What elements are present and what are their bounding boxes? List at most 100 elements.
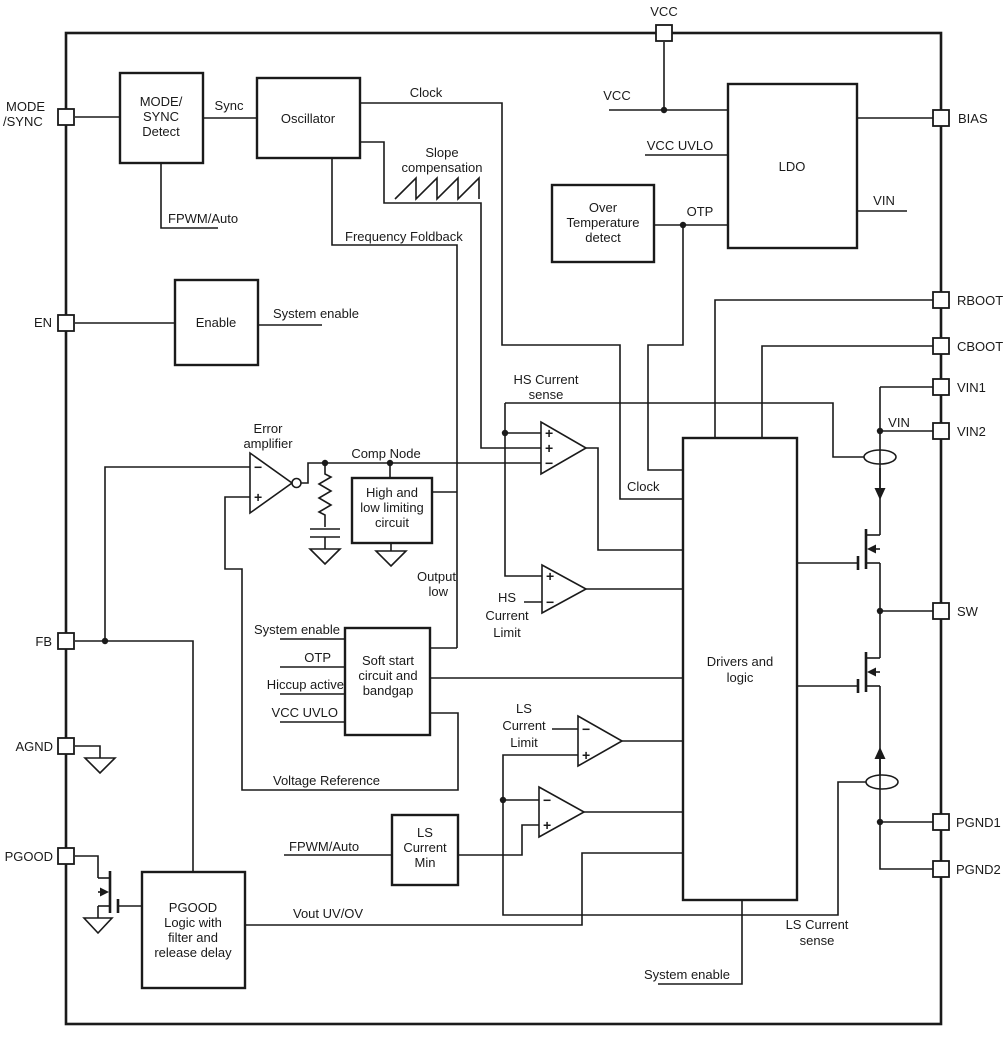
hs-mosfet-icon bbox=[856, 529, 880, 570]
pin-label: RBOOT bbox=[957, 293, 1003, 308]
net-label-frequency-foldback: Frequency Foldback bbox=[345, 229, 463, 244]
pin-pgnd1: PGND1 bbox=[932, 813, 1001, 831]
capacitor-icon bbox=[310, 528, 340, 549]
pin-label: SW bbox=[957, 604, 979, 619]
block-label: Temperature bbox=[567, 215, 640, 230]
net-label-output-low: Output bbox=[417, 569, 456, 584]
pwm-comparator-icon: + + − bbox=[540, 420, 588, 476]
ls-mosfet-icon bbox=[856, 652, 880, 693]
block-label: Current bbox=[403, 840, 447, 855]
pin-label: FB bbox=[35, 634, 52, 649]
net-label-fpwm-auto: FPWM/Auto bbox=[289, 839, 359, 854]
block-oscillator: Oscillator bbox=[255, 76, 362, 160]
pin-fb: FB bbox=[35, 632, 75, 650]
wire bbox=[75, 640, 194, 872]
pin-vin1: VIN1 bbox=[932, 378, 986, 396]
block-label: circuit bbox=[375, 515, 409, 530]
net-label-system-enable: System enable bbox=[273, 306, 359, 321]
pin-sw: SW bbox=[932, 602, 979, 620]
net-label-ls-current-limit: Current bbox=[502, 718, 546, 733]
net-label-clock: Clock bbox=[627, 479, 660, 494]
wire bbox=[505, 402, 864, 458]
pin-agnd: AGND bbox=[15, 737, 75, 755]
wire bbox=[504, 403, 542, 577]
wire bbox=[245, 852, 683, 926]
net-label-sync: Sync bbox=[215, 98, 244, 113]
wire bbox=[224, 496, 459, 791]
wire bbox=[658, 900, 743, 985]
wire bbox=[104, 466, 250, 641]
pin-vin2: VIN2 bbox=[932, 422, 986, 440]
block-label: SYNC bbox=[143, 109, 179, 124]
pin-label: BIAS bbox=[958, 111, 988, 126]
pin-cboot: CBOOT bbox=[932, 337, 1003, 355]
pin-bias: BIAS bbox=[932, 109, 988, 127]
block-label: Enable bbox=[196, 315, 236, 330]
net-label-vcc-uvlo: VCC UVLO bbox=[647, 138, 713, 153]
block-soft-start: Soft start circuit and bandgap bbox=[343, 626, 432, 737]
net-label-voltage-reference: Voltage Reference bbox=[273, 773, 380, 788]
block-mode-sync-detect: MODE/ SYNC Detect bbox=[118, 71, 205, 165]
wire bbox=[75, 855, 99, 878]
block-label: PGOOD bbox=[169, 900, 217, 915]
block-high-low-limiting: High and low limiting circuit bbox=[350, 476, 434, 545]
block-label: detect bbox=[585, 230, 621, 245]
block-label: Min bbox=[415, 855, 436, 870]
pin-label: EN bbox=[34, 315, 52, 330]
net-label-hiccup-active: Hiccup active bbox=[267, 677, 344, 692]
block-label: Logic with bbox=[164, 915, 222, 930]
pin-label: AGND bbox=[15, 739, 53, 754]
plus-sign: + bbox=[545, 425, 553, 441]
pgood-mosfet-icon bbox=[82, 871, 120, 935]
net-label-ls-current-sense: LS Current bbox=[786, 917, 849, 932]
net-label-output-low: low bbox=[428, 584, 448, 599]
net-label-hs-current-limit: Limit bbox=[493, 625, 521, 640]
block-drivers-logic: Drivers and logic bbox=[681, 436, 799, 902]
wire bbox=[75, 745, 101, 758]
block-pgood-logic: PGOOD Logic with filter and release dela… bbox=[140, 870, 247, 990]
wire bbox=[160, 163, 218, 229]
ground-icon bbox=[83, 757, 117, 775]
pin-label: VCC bbox=[650, 4, 677, 19]
wire bbox=[647, 225, 684, 471]
ls-current-limit-comparator-icon: − + bbox=[577, 714, 624, 768]
block-label: logic bbox=[727, 670, 754, 685]
wire bbox=[879, 686, 933, 870]
plus-sign: + bbox=[546, 568, 554, 584]
block-label: bandgap bbox=[363, 683, 414, 698]
block-label: High and bbox=[366, 485, 418, 500]
pin-label: PGND2 bbox=[956, 862, 1001, 877]
net-label-clock: Clock bbox=[410, 85, 443, 100]
pin-label: VIN1 bbox=[957, 380, 986, 395]
net-label-ls-current-sense: sense bbox=[800, 933, 835, 948]
block-over-temperature-detect: Over Temperature detect bbox=[550, 183, 656, 264]
net-labels: Sync Clock Slope compensation FPWM/Auto … bbox=[168, 85, 910, 982]
plus-sign: + bbox=[545, 440, 553, 456]
block-label: Over bbox=[589, 200, 618, 215]
error-amplifier-icon: − + bbox=[249, 451, 302, 515]
plus-sign: + bbox=[254, 489, 262, 505]
net-label-vcc: VCC bbox=[603, 88, 630, 103]
chip-boundary bbox=[64, 31, 943, 1026]
net-label-otp: OTP bbox=[687, 204, 714, 219]
wire bbox=[761, 345, 933, 438]
net-label-comp-node: Comp Node bbox=[351, 446, 420, 461]
ground-icon bbox=[374, 543, 408, 568]
block-label: MODE/ bbox=[140, 94, 183, 109]
block-label: LDO bbox=[779, 159, 806, 174]
pin-label: /SYNC bbox=[3, 114, 43, 129]
wires bbox=[75, 42, 933, 985]
wire bbox=[586, 447, 683, 551]
block-label: circuit and bbox=[358, 668, 417, 683]
hs-current-sense-icon bbox=[863, 449, 897, 465]
wire bbox=[331, 158, 458, 648]
net-label-fpwm-auto: FPWM/Auto bbox=[168, 211, 238, 226]
block-label: Soft start bbox=[362, 653, 414, 668]
resistor-icon bbox=[317, 463, 333, 527]
minus-sign: − bbox=[254, 459, 262, 475]
sawtooth-waveform-icon bbox=[394, 176, 480, 201]
plus-sign: + bbox=[582, 747, 590, 763]
wire bbox=[458, 824, 539, 856]
net-label-vin: VIN bbox=[888, 415, 910, 430]
